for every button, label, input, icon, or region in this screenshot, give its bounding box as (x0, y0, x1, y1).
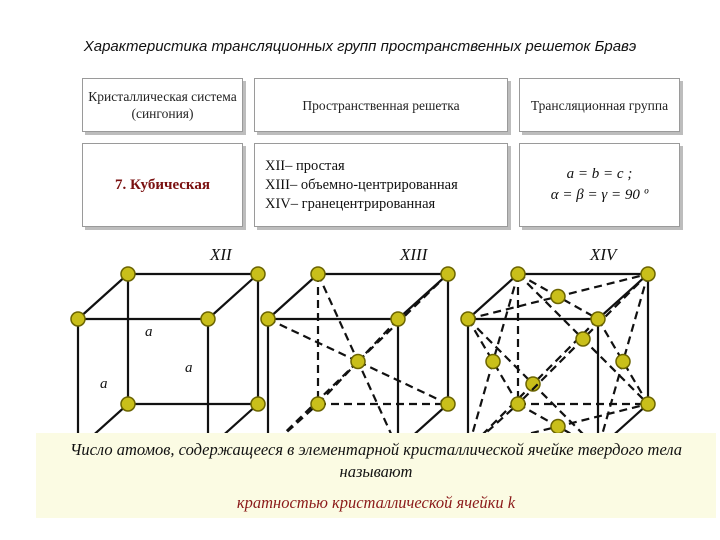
cube-edge (397, 273, 449, 320)
group-edges: a = b = c ; (566, 166, 633, 182)
bravais-table: Кристаллическая система (сингония) Прост… (82, 78, 682, 228)
cube-label-body-centered: XIII (399, 245, 429, 264)
group-angles: α = β = γ = 90 º (550, 187, 649, 203)
crystal-system-name: 7. Кубическая (115, 176, 210, 193)
body-diagonal (356, 361, 395, 438)
face-center-atom (485, 353, 501, 370)
edge-label-a-depth: a (185, 360, 193, 376)
corner-atom (640, 266, 656, 282)
cube-edge (467, 273, 519, 320)
cube-simple (70, 266, 266, 438)
edge-label-a-bottom: a (100, 376, 108, 392)
cell-system: 7. Кубическая (82, 143, 243, 227)
body-diagonal (357, 360, 449, 405)
cube-label-face-centered: XIV (589, 245, 619, 264)
lattice-body-centered: XIII– объемно-центрированная (265, 176, 458, 193)
corner-atom (310, 396, 326, 412)
cube-face-centered (460, 266, 656, 438)
corner-atom (510, 266, 526, 282)
corner-atom (70, 311, 86, 327)
face-center-atom (615, 353, 631, 370)
cell-lattices: XII– простая XIII– объемно-центрированна… (254, 143, 508, 227)
edge-label-a-vertical: a (145, 324, 153, 340)
face-center-atom (550, 418, 566, 435)
cube-label-simple: XII (209, 245, 233, 264)
header-crystal-system: Кристаллическая система (сингония) (82, 78, 243, 132)
lattice-simple: XII– простая (265, 157, 345, 174)
cube-edge (597, 273, 649, 320)
corner-atom (120, 396, 136, 412)
cube-edge-hidden (88, 403, 129, 438)
corner-atom (200, 311, 216, 327)
note-box: Число атомов, содержащееся в элементарно… (36, 433, 716, 518)
corner-atom (250, 396, 266, 412)
cell-translation-group: a = b = c ; α = β = γ = 90 º (519, 143, 680, 227)
body-diagonal (317, 360, 359, 405)
note-term: кратностью кристаллической ячейки k (236, 493, 516, 512)
lattice-cubes: XII XIII XIV a a a (70, 245, 656, 438)
header-translation-group: Трансляционная группа (519, 78, 680, 132)
corner-atom (510, 396, 526, 412)
corner-atom (640, 396, 656, 412)
lattice-face-centered: XIV– гранецентрированная (265, 195, 436, 212)
cube-edge (608, 403, 649, 438)
face-center-atom (550, 288, 566, 305)
cube-edge (218, 403, 259, 438)
corner-atom (260, 311, 276, 327)
body-diagonal (357, 273, 449, 363)
cube-body-centered (260, 266, 456, 438)
corner-atom (460, 311, 476, 327)
face-center-atom (525, 376, 541, 392)
cube-edge (207, 273, 259, 320)
header-space-lattice: Пространственная решетка (254, 78, 508, 132)
body-diagonal (267, 318, 359, 363)
cube-edge (408, 403, 449, 438)
cube-edge (267, 273, 319, 320)
body-center-atom (350, 353, 366, 370)
corner-atom (390, 311, 406, 327)
face-diagonal (597, 318, 649, 405)
cube-edge (77, 273, 129, 320)
note-text: Число атомов, содержащееся в элементарно… (69, 440, 683, 481)
corner-atom (440, 266, 456, 282)
slide-title: Характеристика трансляционных групп прос… (83, 38, 637, 55)
cube-edge-hidden (478, 403, 519, 438)
corner-atom (250, 266, 266, 282)
face-center-atom (575, 331, 591, 347)
cube-edge-hidden (278, 403, 319, 438)
corner-atom (440, 396, 456, 412)
body-diagonal (316, 273, 360, 362)
corner-atom (310, 266, 326, 282)
corner-atom (590, 311, 606, 327)
corner-atom (120, 266, 136, 282)
body-diagonal (357, 318, 399, 363)
face-diagonal (467, 318, 519, 405)
